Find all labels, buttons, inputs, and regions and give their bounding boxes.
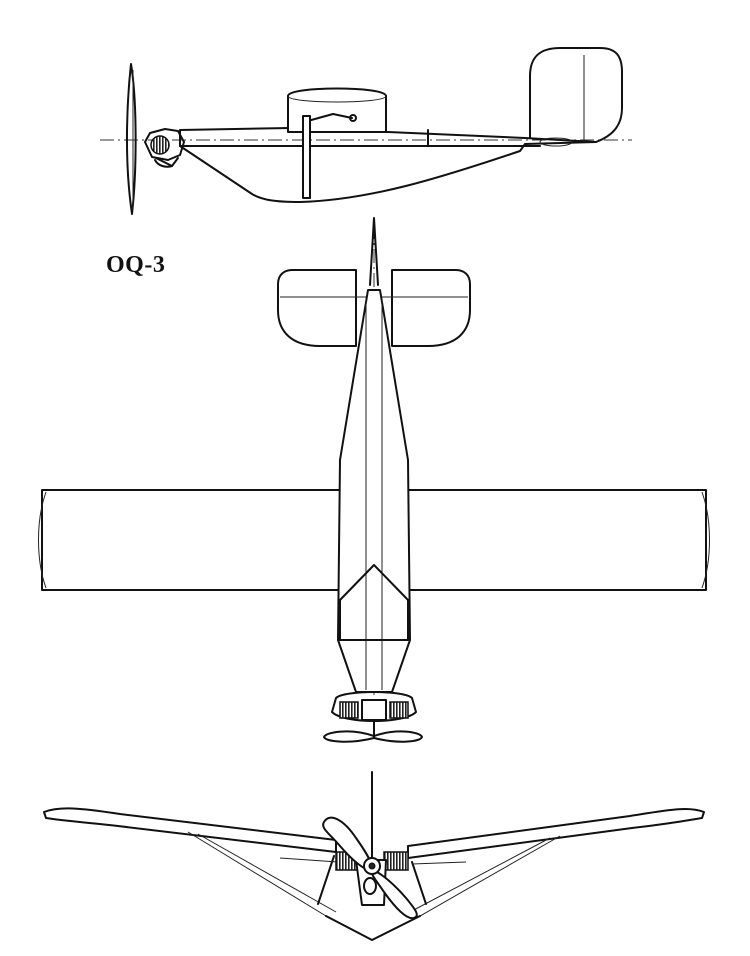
side-view	[100, 47, 632, 215]
side-tail-tip	[539, 137, 573, 147]
front-right-wing	[407, 808, 705, 859]
side-support-strut	[302, 115, 311, 199]
side-propeller	[125, 63, 137, 215]
front-left-wing	[43, 807, 337, 853]
front-view	[43, 771, 705, 941]
top-left-stabilizer	[277, 269, 357, 347]
front-landing-legs	[317, 855, 427, 905]
side-engine	[144, 128, 185, 168]
front-right-cylinder	[383, 851, 409, 871]
front-bracing-inner	[197, 833, 551, 913]
side-vertical-fin	[529, 47, 623, 143]
side-control-link	[303, 113, 353, 123]
front-keel	[325, 915, 421, 941]
front-engine-sump	[363, 877, 377, 895]
aircraft-designation-label: OQ-3	[106, 252, 166, 278]
top-cockpit-frame	[339, 564, 409, 641]
side-cabin-nacelle	[287, 87, 387, 133]
side-nacelle-rim	[287, 95, 387, 103]
top-fuselage	[337, 289, 411, 693]
top-right-wingtip	[701, 491, 710, 589]
top-right-stabilizer	[391, 269, 471, 347]
front-propeller-blade-lower	[370, 869, 418, 920]
side-fuselage	[179, 127, 597, 203]
top-engine	[331, 691, 417, 722]
front-spars	[279, 857, 467, 865]
top-left-wingtip	[38, 491, 47, 589]
top-view	[38, 217, 710, 743]
top-rudder	[369, 217, 379, 286]
